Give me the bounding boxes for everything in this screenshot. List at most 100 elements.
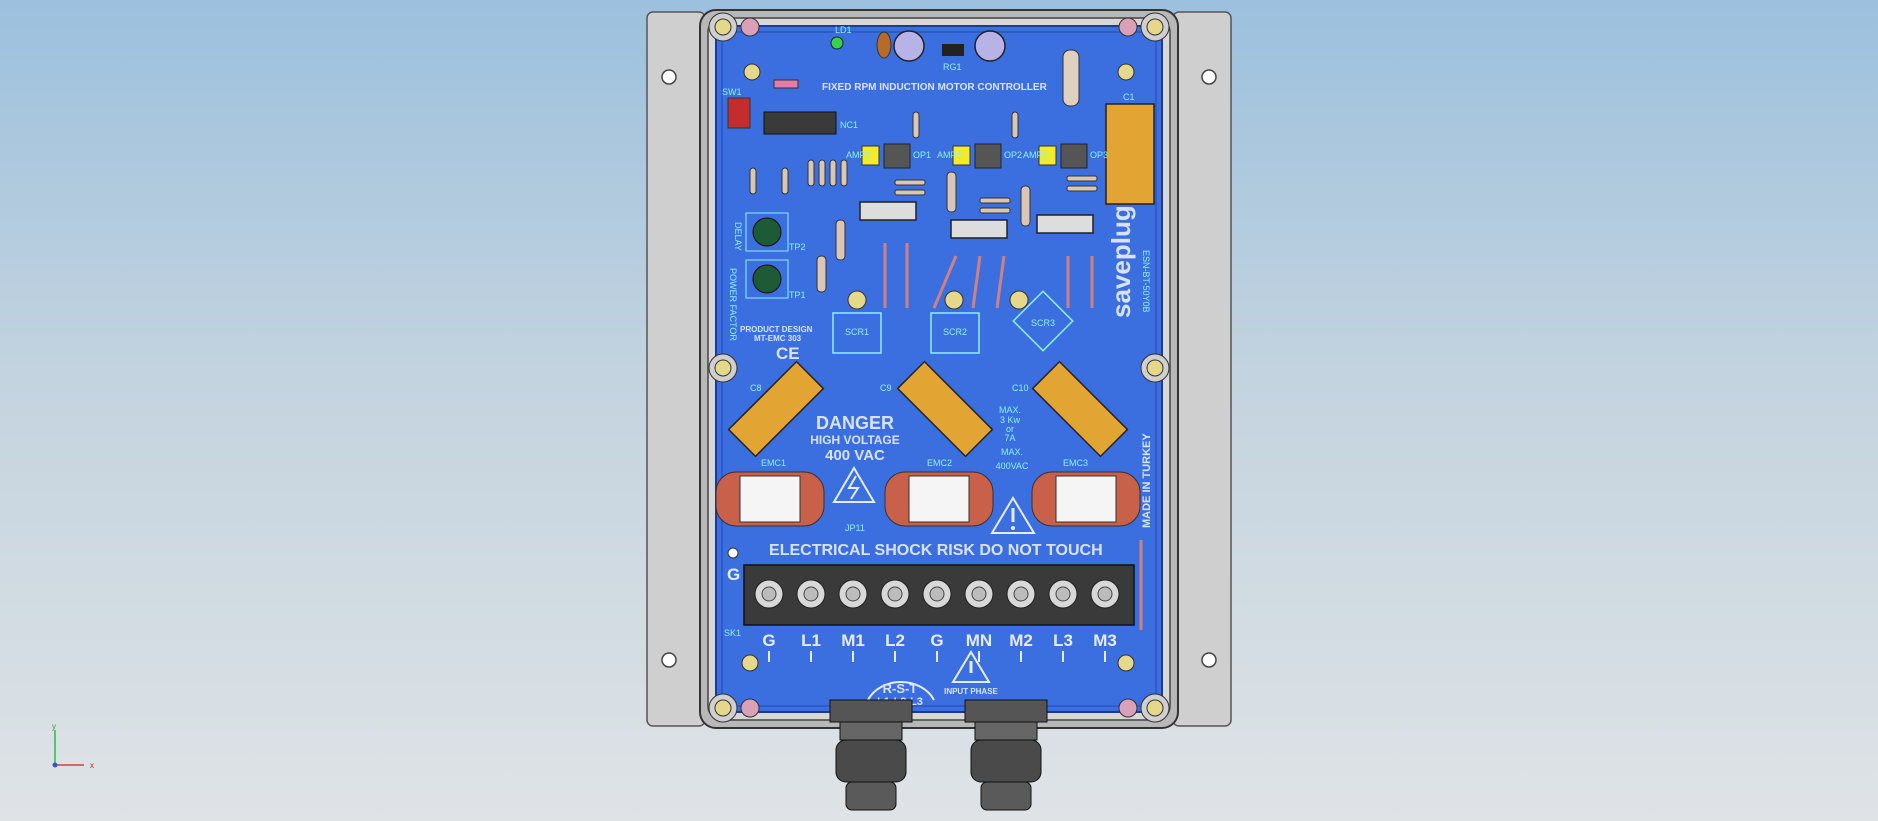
terminal-screw-head [971,586,987,602]
phase-label: R-S-T [883,681,918,696]
danger-line3: 400 VAC [825,447,885,464]
warning-icon [951,650,991,683]
smd-resistor [773,79,799,89]
input-phase-label: INPUT PHASE [944,687,998,696]
regulator-label: RG1 [943,62,962,72]
terminal-label: L1 [801,631,821,650]
danger-title: DANGER [816,413,894,433]
terminal-label: G [762,631,775,650]
axis-triad: y x [52,722,94,770]
warning-icon [832,466,876,503]
delay-label: DELAY [733,222,743,251]
electrolytic-capacitor [974,30,1006,62]
power-resistor [1062,49,1080,107]
opto2-label: OP2 [1004,150,1022,160]
design-code: MT-EMC 303 [754,334,802,343]
shock-risk-text: ELECTRICAL SHOCK RISK [769,542,975,559]
trim-label-tp1: TP1 [789,290,806,300]
mount-hole [661,652,677,668]
phase-arc [867,681,935,701]
terminal-screw-head [761,586,777,602]
terminal-label: MN [966,631,992,650]
trimmer-pots [745,212,789,299]
scr3-label: SCR3 [1031,318,1055,328]
max-voltage-line1: MAX. [1001,447,1023,457]
ceramic-capacitor [876,31,892,59]
resistor-array [749,111,1031,293]
jumper-wires [883,243,1094,309]
jumper-label: JP11 [845,523,865,533]
trim-label-tp2: TP2 [789,242,806,252]
power-factor-label: POWER FACTOR [728,268,738,341]
terminal-screw-head [845,586,861,602]
pcb-screws [741,63,1135,672]
emc1-label: EMC1 [761,458,786,468]
cap-c10-label: C10 [1012,383,1029,393]
ic-chip [763,111,837,135]
warning-icon [990,496,1036,534]
emc3-label: EMC3 [1063,458,1088,468]
origin-dot [52,762,58,768]
amp-opto-group [861,143,1088,169]
cable-gland-left [829,699,913,811]
dip-switch [727,97,751,129]
product-design-label: PRODUCT DESIGN [740,325,813,334]
terminal-label: L3 [1053,631,1073,650]
rating-line2: 3 Kw [1000,415,1021,425]
scr-outlines [832,290,1074,354]
scr1-label: SCR1 [845,327,869,337]
y-axis-label: y [52,722,56,731]
terminal-label: G [930,631,943,650]
mount-hole [1201,652,1217,668]
board-title: FIXED RPM INDUCTION MOTOR CONTROLLER [822,82,1048,93]
amp2-label: AMP2 [937,150,962,160]
emc2-label: EMC2 [927,458,952,468]
terminal-block [743,564,1135,626]
terminal-screw-head [887,586,903,602]
board-code: ESN-BT-50Y0B [1141,250,1151,313]
capacitor-c1-label: C1 [1123,92,1135,102]
mount-hole [661,69,677,85]
led-label: LD1 [835,25,852,35]
test-point [727,547,739,559]
terminal-screw-head [1013,586,1029,602]
brand-logo: saveplug [1106,205,1136,318]
emc-toroids [715,471,1141,527]
switch-label: SW1 [722,87,742,97]
rating-line4: 7A [1004,433,1015,443]
voltage-regulator [942,44,964,56]
ce-mark: CE [776,344,800,363]
ic-label: NC1 [840,120,858,130]
led-green [830,36,844,50]
mount-hole [1201,69,1217,85]
opto1-label: OP1 [913,150,931,160]
resistor-pairs [894,175,1098,214]
x-axis-label: x [90,761,94,770]
terminal-screw-head [803,586,819,602]
screw-terminals [754,579,1120,609]
terminal-label: L2 [885,631,905,650]
do-not-touch-text: DO NOT TOUCH [979,542,1102,559]
terminal-label: M3 [1093,631,1117,650]
danger-line2: HIGH VOLTAGE [810,433,900,447]
ground-label-left: G [727,565,740,584]
amp1-label: AMP1 [846,150,871,160]
rating-line1: MAX. [999,405,1021,415]
made-in-label: MADE IN TURKEY [1141,433,1153,528]
left-mounting-plate [646,11,706,727]
terminal-label: M2 [1009,631,1033,650]
opto3-label: OP3 [1090,150,1108,160]
terminal-screw-head [929,586,945,602]
amp3-label: AMP3 [1023,150,1048,160]
max-voltage-line2: 400VAC [996,461,1029,471]
cap-c9-label: C9 [880,383,892,393]
terminal-screw-head [1097,586,1113,602]
terminal-screw-head [1055,586,1071,602]
big-film-capacitors [727,360,1129,458]
scr2-label: SCR2 [943,327,967,337]
heatsink-strips [859,201,1094,239]
enclosure-screws [708,12,1170,723]
